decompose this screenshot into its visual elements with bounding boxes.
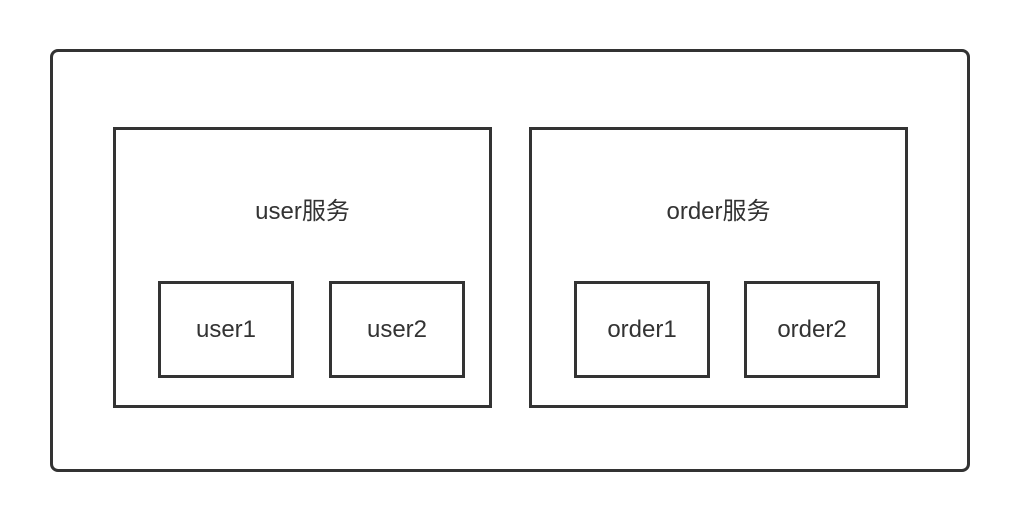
user-service-box: user服务 (113, 127, 492, 408)
user1-instance-box: user1 (158, 281, 294, 378)
order-service-title: order服务 (666, 198, 771, 225)
order-service-box: order服务 (529, 127, 908, 408)
order1-instance-label: order1 (607, 315, 677, 343)
order2-instance-label: order2 (777, 315, 847, 343)
order1-instance-box: order1 (574, 281, 710, 378)
user2-instance-label: user2 (366, 315, 428, 343)
user2-instance-box: user2 (329, 281, 465, 378)
order2-instance-box: order2 (744, 281, 880, 378)
user1-instance-label: user1 (195, 315, 257, 343)
system-container (50, 49, 970, 472)
user-service-title: user服务 (255, 198, 350, 225)
